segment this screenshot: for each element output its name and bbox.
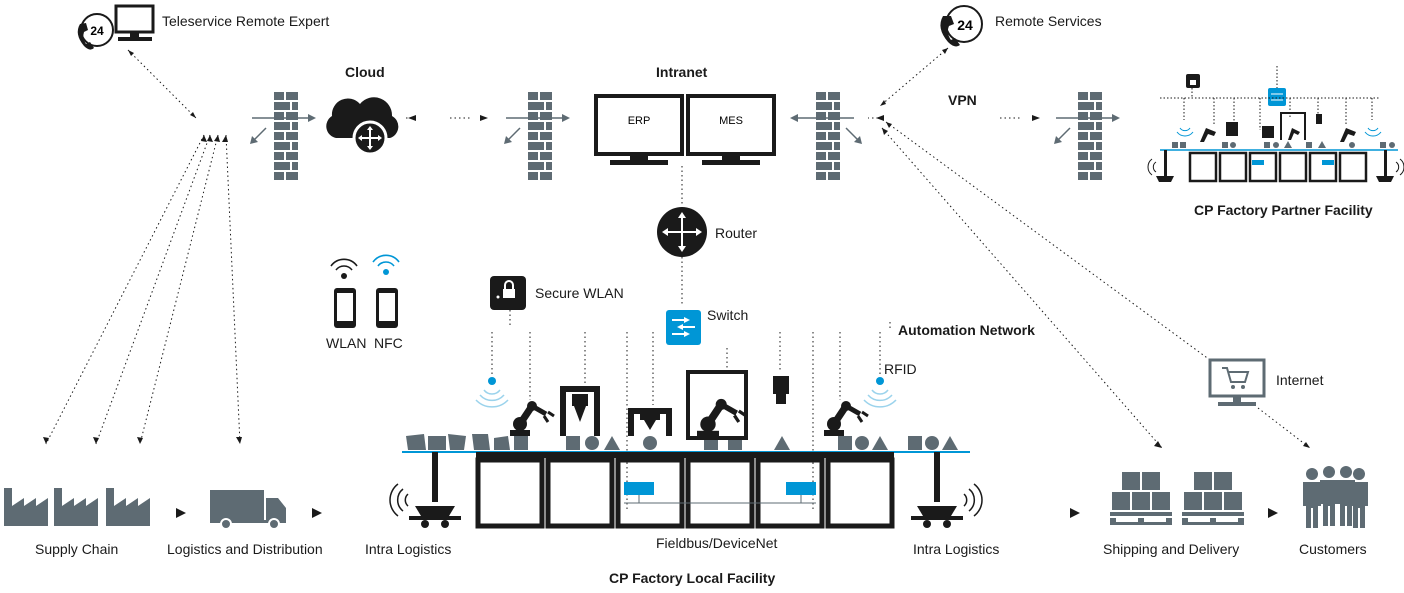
people-icon bbox=[1303, 466, 1368, 528]
wifi-icon bbox=[372, 254, 400, 276]
cloud-icon bbox=[326, 97, 399, 156]
switch-icon bbox=[666, 310, 701, 345]
logistics-distribution-label: Logistics and Distribution bbox=[167, 541, 323, 557]
rfid-antenna-right bbox=[863, 377, 897, 408]
router-label: Router bbox=[715, 225, 758, 241]
drilling-machine bbox=[560, 386, 600, 436]
camera-sensor bbox=[773, 376, 789, 404]
production-stations bbox=[476, 452, 894, 526]
rfid-label: RFID bbox=[884, 361, 917, 377]
fieldbus-devices bbox=[624, 482, 816, 504]
smartphone-icon bbox=[334, 288, 356, 328]
partner-facility-label: CP Factory Partner Facility bbox=[1194, 202, 1373, 218]
teleservice-label: Teleservice Remote Expert bbox=[162, 13, 330, 29]
workpieces bbox=[406, 434, 958, 450]
factory-icon bbox=[4, 488, 48, 526]
agv-icon bbox=[911, 452, 963, 528]
radio-waves-left bbox=[389, 483, 409, 517]
monitor-icon bbox=[114, 4, 155, 41]
pallet-icon bbox=[1182, 472, 1244, 525]
factory-icon bbox=[54, 488, 98, 526]
wifi-icon bbox=[330, 258, 358, 280]
intra-logistics-right-label: Intra Logistics bbox=[913, 541, 1000, 557]
lock-icon bbox=[490, 276, 526, 310]
vpn-label: VPN bbox=[948, 92, 977, 108]
firewall-icon bbox=[1053, 92, 1121, 182]
agv-icon bbox=[409, 452, 461, 528]
radio-waves-right bbox=[963, 483, 983, 517]
mes-label: MES bbox=[719, 115, 743, 127]
connection-lines bbox=[45, 47, 1311, 510]
truck-icon bbox=[210, 490, 286, 530]
rfid-antenna-left bbox=[475, 377, 509, 408]
cart-monitor-icon bbox=[1208, 358, 1266, 406]
partner-facility-graphic bbox=[1147, 66, 1404, 183]
robot-arm-icon bbox=[824, 401, 868, 436]
remote-services-label: Remote Services bbox=[995, 13, 1102, 29]
phone-24-icon bbox=[77, 13, 114, 50]
cloud-label: Cloud bbox=[345, 64, 385, 80]
secure-wlan-label: Secure WLAN bbox=[535, 285, 624, 301]
firewall-icon bbox=[503, 92, 571, 182]
wlan-label: WLAN bbox=[326, 335, 367, 351]
firewall-icon bbox=[790, 92, 862, 182]
fieldbus-label: Fieldbus/DeviceNet bbox=[656, 535, 778, 551]
smartphone-icon bbox=[376, 288, 398, 328]
internet-label: Internet bbox=[1276, 372, 1324, 388]
customers-label: Customers bbox=[1299, 541, 1367, 557]
phone-24-icon-right bbox=[940, 5, 983, 47]
hotline-24-right: 24 bbox=[957, 17, 973, 33]
router-icon bbox=[657, 207, 707, 257]
automation-network-label: Automation Network bbox=[898, 322, 1035, 338]
nfc-label: NFC bbox=[374, 335, 403, 351]
robot-cell bbox=[686, 370, 746, 438]
factory-icon bbox=[106, 488, 150, 526]
shipping-delivery-label: Shipping and Delivery bbox=[1103, 541, 1240, 557]
pallet-icon bbox=[1110, 472, 1172, 525]
arrowheads bbox=[43, 48, 1310, 518]
hotline-24-left: 24 bbox=[90, 24, 104, 38]
mes-monitor bbox=[686, 94, 776, 165]
supply-chain-label: Supply Chain bbox=[35, 541, 119, 557]
press-machine bbox=[628, 408, 672, 436]
switch-label: Switch bbox=[707, 307, 749, 323]
erp-monitor bbox=[594, 94, 684, 165]
firewall-icon bbox=[249, 92, 317, 182]
intra-logistics-left-label: Intra Logistics bbox=[365, 541, 452, 557]
erp-label: ERP bbox=[628, 115, 651, 127]
intranet-label: Intranet bbox=[656, 64, 708, 80]
local-facility-label: CP Factory Local Facility bbox=[609, 570, 776, 586]
robot-arm-icon bbox=[510, 401, 554, 436]
